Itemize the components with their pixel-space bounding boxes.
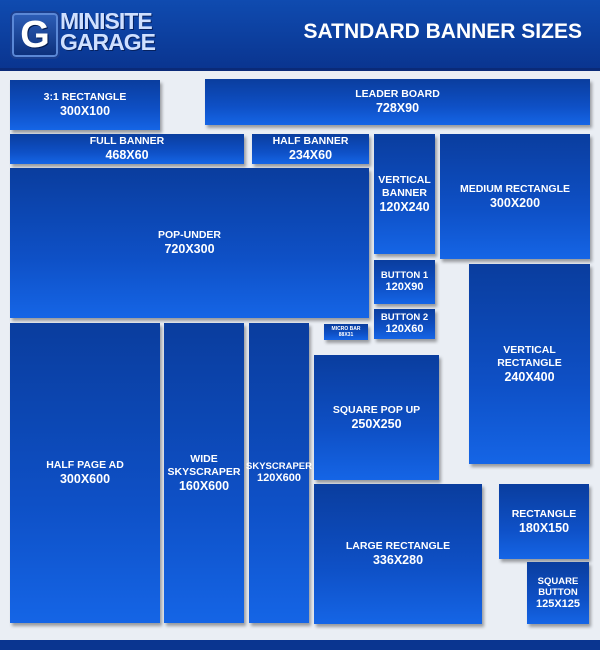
banner-button-1[interactable]: BUTTON 1 120X90 <box>374 260 435 304</box>
banner-name: FULL BANNER <box>89 135 165 147</box>
logo-line-1: MINISITE <box>60 8 153 34</box>
banner-name: SQUARE BUTTON <box>537 575 579 598</box>
banner-name: SQUARE POP UP <box>332 403 421 416</box>
banner-size: 468X60 <box>105 148 149 162</box>
banner-name: BUTTON 1 <box>380 270 429 281</box>
banner-button-2[interactable]: BUTTON 2 120X60 <box>374 309 435 339</box>
banner-wide-skyscraper[interactable]: WIDE SKYSCRAPER 160X600 <box>164 323 244 623</box>
header-bar: G MINISITE GARAGE SATNDARD BANNER SIZES <box>0 0 600 71</box>
banner-size: 250X250 <box>351 416 402 431</box>
banner-size: 180X150 <box>518 520 570 535</box>
banner-name: POP-UNDER <box>157 229 221 241</box>
banner-size: 120X90 <box>385 281 424 293</box>
banner-leader-board[interactable]: LEADER BOARD 728X90 <box>205 79 590 125</box>
banner-name: HALF BANNER <box>272 135 349 147</box>
banner-size: 120X60 <box>385 323 424 335</box>
banner-name: VERTICAL RECTANGLE <box>497 343 562 369</box>
banner-size: 300X600 <box>59 472 111 486</box>
banner-full-banner[interactable]: FULL BANNER 468X60 <box>10 134 244 164</box>
banner-pop-under[interactable]: POP-UNDER 720X300 <box>10 168 369 318</box>
banner-size: 728X90 <box>375 101 420 115</box>
banner-large-rectangle[interactable]: LARGE RECTANGLE 336X280 <box>314 484 482 624</box>
banner-half-page-ad[interactable]: HALF PAGE AD 300X600 <box>10 323 160 623</box>
banner-rectangle[interactable]: RECTANGLE 180X150 <box>499 484 589 559</box>
logo-wordmark[interactable]: MINISITE GARAGE <box>60 8 156 55</box>
banner-vertical-banner[interactable]: VERTICAL BANNER 120X240 <box>374 134 435 254</box>
banner-name: HALF PAGE AD <box>46 459 124 471</box>
banner-name: LEADER BOARD <box>355 88 440 100</box>
banner-size: 240X400 <box>504 369 555 384</box>
banner-vertical-rectangle[interactable]: VERTICAL RECTANGLE 240X400 <box>469 264 590 464</box>
banner-size: 300X200 <box>489 195 541 210</box>
banner-3-1-rectangle[interactable]: 3:1 RECTANGLE 300X100 <box>10 80 160 130</box>
banner-half-banner[interactable]: HALF BANNER 234X60 <box>252 134 369 164</box>
banner-size: 120X240 <box>379 199 430 214</box>
page-title: SATNDARD BANNER SIZES <box>303 20 582 43</box>
footer-bar <box>0 640 600 650</box>
banner-size: 120X600 <box>256 472 302 484</box>
banner-name: SKYSCRAPER <box>246 461 312 472</box>
banner-size: 336X280 <box>372 553 424 567</box>
logo-letter: G <box>20 14 50 56</box>
logo-line-2: GARAGE <box>60 29 156 55</box>
banner-name: RECTANGLE <box>511 507 577 520</box>
banner-name: VERTICAL BANNER <box>378 173 431 199</box>
banner-size: 720X300 <box>164 242 215 256</box>
logo-badge[interactable]: G <box>10 11 60 59</box>
banner-size: 234X60 <box>288 148 333 162</box>
banner-square-button[interactable]: SQUARE BUTTON 125X125 <box>527 562 589 624</box>
banner-medium-rectangle[interactable]: MEDIUM RECTANGLE 300X200 <box>440 134 590 259</box>
banner-size: 300X100 <box>59 104 111 118</box>
banner-size: 125X125 <box>535 597 581 610</box>
banner-size: 88X31 <box>338 332 354 338</box>
banner-skyscraper[interactable]: SKYSCRAPER 120X600 <box>246 323 312 623</box>
banner-name: 3:1 RECTANGLE <box>43 91 127 103</box>
banner-size: 160X600 <box>178 478 230 493</box>
banner-micro-bar[interactable]: MICRO BAR 88X31 <box>324 324 368 340</box>
banner-name: BUTTON 2 <box>380 312 429 323</box>
banner-name: MEDIUM RECTANGLE <box>459 182 571 195</box>
banner-name: MICRO BAR <box>331 326 361 332</box>
banner-name: WIDE SKYSCRAPER <box>167 452 241 478</box>
banner-square-pop-up[interactable]: SQUARE POP UP 250X250 <box>314 355 439 480</box>
banner-name: LARGE RECTANGLE <box>345 540 451 552</box>
